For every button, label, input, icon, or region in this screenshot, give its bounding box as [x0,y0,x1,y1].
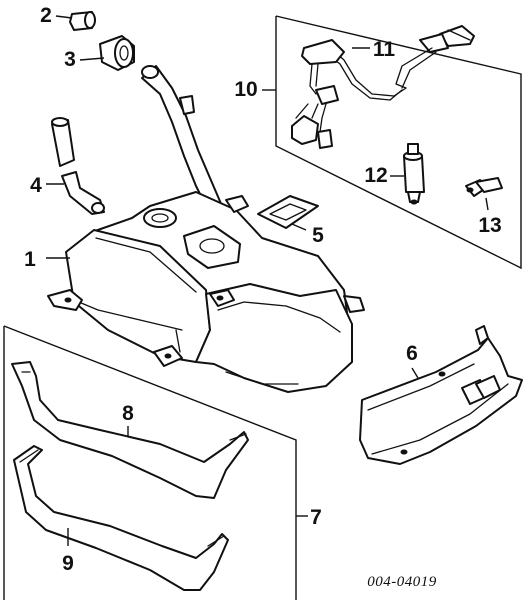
leader-6 [411,367,419,379]
callout-8: 8 [122,402,134,425]
part-6-heat-shield [359,325,523,465]
group-7-frame [3,325,297,600]
part-11-wire-harness [291,25,475,149]
drawing-code: 004-04019 [367,574,437,590]
part-13-clip [465,177,503,197]
callout-9: 9 [62,552,74,575]
callout-10: 10 [234,78,257,101]
callout-13: 13 [478,214,501,237]
part-3-grommet [99,35,135,71]
callout-7: 7 [310,506,322,529]
leader-3 [79,57,105,61]
leader-13 [485,197,489,211]
part-1-fuel-tank [47,65,365,393]
leader-5 [291,223,307,231]
leader-2 [55,15,73,19]
part-9-tank-strap [13,445,229,591]
part-12-fuel-pump [403,143,425,205]
callout-3: 3 [64,48,76,71]
callout-5: 5 [312,224,324,247]
part-4-hose [51,117,105,215]
group-10-frame [275,15,522,270]
callout-6: 6 [406,342,418,365]
part-2-grommet [69,11,96,31]
callout-1: 1 [24,248,36,271]
callout-12: 12 [364,164,387,187]
callout-11: 11 [373,38,396,61]
callout-2: 2 [40,4,52,27]
part-5-gasket [257,195,319,229]
part-8-tank-strap [11,361,249,499]
callout-4: 4 [30,174,42,197]
